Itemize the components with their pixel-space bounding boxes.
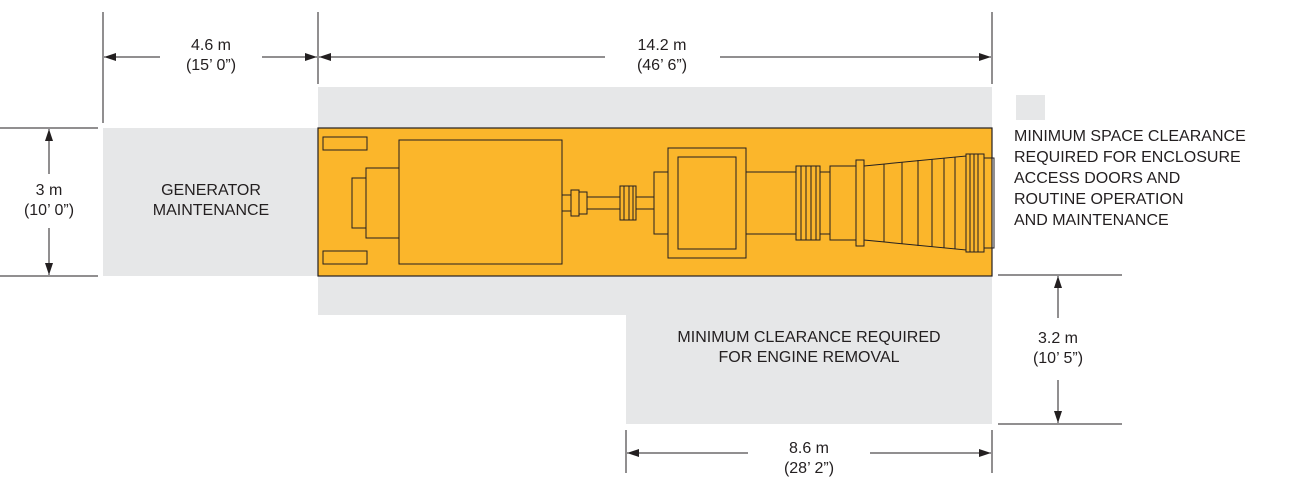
engine-removal-length-ft: (28’ 2”): [783, 460, 835, 477]
generator-maintenance-line-2: MAINTENANCE: [152, 202, 270, 219]
gen-length-m: 4.6 m: [190, 37, 231, 54]
generator-maintenance-line-1: GENERATOR: [161, 182, 261, 199]
engine-removal-area: [626, 314, 992, 424]
width-ft: (10’ 0”): [23, 202, 75, 219]
dimension-arrows: [45, 53, 1062, 457]
legend-line-3: ACCESS DOORS AND: [1014, 170, 1181, 187]
engine-removal-length-label: 8.6 m (28’ 2”): [749, 439, 869, 479]
total-length-label: 14.2 m (46’ 6”): [602, 36, 722, 76]
engine-removal-label: MINIMUM CLEARANCE REQUIRED FOR ENGINE RE…: [630, 328, 988, 368]
extension-lines: [0, 12, 1122, 473]
engine-removal-line-1: MINIMUM CLEARANCE REQUIRED: [677, 329, 941, 346]
total-length-ft: (46’ 6”): [636, 57, 688, 74]
generator-maintenance-area: [103, 128, 319, 276]
width-m: 3 m: [35, 182, 63, 199]
engine-removal-width-label: 3.2 m (10’ 5”): [1008, 329, 1108, 369]
total-length-m: 14.2 m: [637, 37, 687, 54]
legend-line-1: MINIMUM SPACE CLEARANCE: [1014, 128, 1246, 145]
gen-length-ft: (15’ 0”): [185, 57, 237, 74]
legend-text: MINIMUM SPACE CLEARANCE REQUIRED FOR ENC…: [1014, 126, 1309, 231]
engine-removal-length-m: 8.6 m: [788, 440, 829, 457]
engine-removal-line-2: FOR ENGINE REMOVAL: [718, 349, 900, 366]
width-label: 3 m (10’ 0”): [0, 181, 98, 221]
engine-removal-width-m: 3.2 m: [1037, 330, 1078, 347]
equipment-outline: [322, 136, 995, 265]
legend-line-2: REQUIRED FOR ENCLOSURE: [1014, 149, 1241, 166]
legend-swatch: [1016, 95, 1045, 120]
bottom-clearance-area: [318, 275, 992, 315]
legend-line-4: ROUTINE OPERATION: [1014, 191, 1184, 208]
top-clearance-area: [318, 87, 992, 129]
gen-length-label: 4.6 m (15’ 0”): [151, 36, 271, 76]
engine-removal-width-ft: (10’ 5”): [1032, 350, 1084, 367]
generator-maintenance-label: GENERATOR MAINTENANCE: [118, 181, 304, 221]
enclosure: [317, 127, 993, 277]
legend-line-5: AND MAINTENANCE: [1014, 212, 1169, 229]
